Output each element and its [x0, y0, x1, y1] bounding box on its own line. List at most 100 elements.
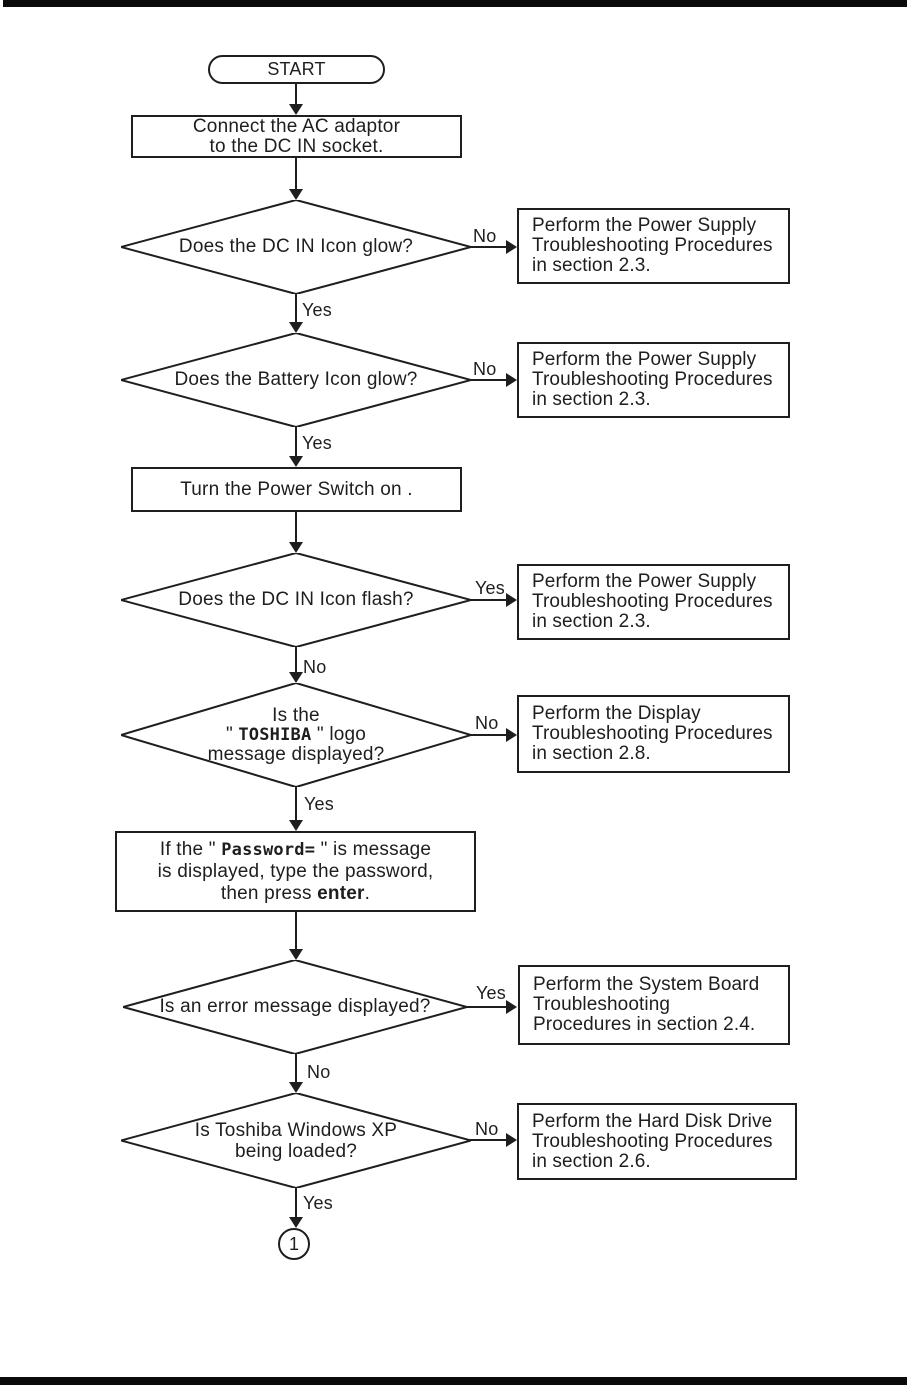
- action-display-troubleshooting: Perform the Display Troubleshooting Proc…: [517, 695, 790, 773]
- action-text-line: Perform the Hard Disk Drive: [532, 1110, 773, 1132]
- arrow-down-icon: [289, 104, 303, 115]
- edge-label-yes: Yes: [302, 433, 332, 453]
- arrow-down-icon: [289, 189, 303, 200]
- action-text-line: Perform the Power Supply: [532, 349, 757, 370]
- step-text-line: is displayed, type the password,: [157, 860, 434, 882]
- action-text-line: in section 2.3.: [532, 389, 651, 410]
- step-password: If the " Password= " is message is displ…: [115, 831, 476, 912]
- flow-line: [295, 647, 297, 673]
- flow-line: [469, 734, 507, 736]
- quote-prefix: ": [225, 724, 239, 745]
- flow-line: [295, 1054, 297, 1083]
- flow-line: [295, 912, 297, 950]
- toshiba-logo-text: TOSHIBA: [238, 725, 312, 745]
- arrow-right-icon: [506, 373, 517, 387]
- arrow-right-icon: [506, 728, 517, 742]
- action-text-line: Troubleshooting: [533, 994, 671, 1015]
- arrow-down-icon: [289, 322, 303, 333]
- decision-windows-xp: Is Toshiba Windows XP being loaded?: [121, 1093, 471, 1188]
- arrow-down-icon: [289, 542, 303, 553]
- enter-suffix: .: [364, 882, 371, 904]
- flow-line: [295, 787, 297, 821]
- action-text-line: in section 2.8.: [532, 743, 651, 764]
- enter-prefix: then press: [220, 882, 318, 904]
- step-text-line: If the " Password= " is message: [160, 839, 431, 861]
- arrow-right-icon: [506, 1000, 517, 1014]
- arrow-right-icon: [506, 593, 517, 607]
- action-power-supply-2: Perform the Power Supply Troubleshooting…: [517, 342, 790, 418]
- action-text-line: Perform the Display: [532, 703, 701, 724]
- decision-text-line: " TOSHIBA " logo: [226, 725, 366, 745]
- action-text-line: Troubleshooting Procedures: [532, 369, 773, 390]
- action-text-line: Troubleshooting Procedures: [532, 235, 773, 256]
- step-text-line: then press enter.: [221, 883, 370, 905]
- decision-battery-glow: Does the Battery Icon glow?: [121, 333, 471, 427]
- decision-toshiba-logo: Is the " TOSHIBA " logo message displaye…: [121, 683, 471, 787]
- arrow-down-icon: [289, 820, 303, 831]
- decision-text-line: Is the: [272, 705, 320, 726]
- start-label: START: [267, 59, 326, 79]
- action-hard-disk-drive: Perform the Hard Disk Drive Troubleshoot…: [517, 1103, 797, 1180]
- decision-dc-in-flash: Does the DC IN Icon flash?: [121, 553, 471, 647]
- connector-number: 1: [288, 1233, 299, 1254]
- arrow-down-icon: [289, 672, 303, 683]
- action-text-line: Perform the System Board: [533, 974, 760, 995]
- edge-label-no: No: [475, 1119, 499, 1139]
- diamond-shape: [121, 553, 471, 647]
- edge-label-no: No: [303, 657, 327, 677]
- password-suffix: " is message: [315, 838, 432, 860]
- diamond-shape: [121, 333, 471, 427]
- page-top-rule: [3, 0, 907, 7]
- action-power-supply-1: Perform the Power Supply Troubleshooting…: [517, 208, 790, 284]
- step-connect-ac-adaptor: Connect the AC adaptor to the DC IN sock…: [131, 115, 462, 158]
- edge-label-no: No: [307, 1062, 331, 1082]
- action-text-line: in section 2.3.: [532, 611, 651, 632]
- flow-line: [295, 158, 297, 190]
- page-bottom-rule: [0, 1377, 907, 1385]
- quote-suffix: " logo: [311, 724, 367, 745]
- decision-error-message: Is an error message displayed?: [123, 960, 467, 1054]
- decision-text-line: Is Toshiba Windows XP: [194, 1119, 398, 1141]
- action-text-line: Procedures in section 2.4.: [533, 1014, 756, 1035]
- flow-line: [469, 599, 507, 601]
- flow-line: [295, 427, 297, 457]
- edge-label-yes: Yes: [302, 300, 332, 320]
- arrow-down-icon: [289, 1082, 303, 1093]
- start-terminator: START: [208, 55, 385, 84]
- decision-text-line: being loaded?: [235, 1140, 357, 1162]
- edge-label-yes: Yes: [304, 794, 334, 814]
- decision-text: Does the DC IN Icon glow?: [178, 236, 414, 257]
- flow-line: [465, 1006, 507, 1008]
- flow-line: [295, 84, 297, 105]
- decision-text: Does the Battery Icon glow?: [174, 369, 418, 390]
- action-text-line: Troubleshooting Procedures: [532, 1130, 773, 1152]
- diamond-shape: [121, 1093, 471, 1188]
- step-text-line: Turn the Power Switch on .: [180, 479, 413, 500]
- off-page-connector-1: 1: [278, 1228, 310, 1260]
- flow-line: [469, 1139, 507, 1141]
- edge-label-yes: Yes: [476, 983, 506, 1003]
- decision-text-line: message displayed?: [207, 744, 385, 765]
- edge-label-no: No: [473, 226, 497, 246]
- flow-line: [469, 379, 507, 381]
- diamond-shape: [121, 683, 471, 787]
- action-text-line: Perform the Power Supply: [532, 215, 757, 236]
- edge-label-yes: Yes: [475, 578, 505, 598]
- step-text-line: to the DC IN socket.: [209, 135, 384, 157]
- enter-key-text: enter: [317, 882, 365, 904]
- arrow-right-icon: [506, 1133, 517, 1147]
- flow-line: [295, 512, 297, 543]
- step-turn-power-switch: Turn the Power Switch on .: [131, 467, 462, 512]
- diamond-shape: [121, 200, 471, 294]
- action-text-line: in section 2.3.: [532, 255, 651, 276]
- edge-label-no: No: [475, 713, 499, 733]
- arrow-down-icon: [289, 456, 303, 467]
- action-power-supply-3: Perform the Power Supply Troubleshooting…: [517, 564, 790, 640]
- diamond-shape: [123, 960, 467, 1054]
- flow-line: [295, 294, 297, 323]
- decision-text: Is an error message displayed?: [159, 996, 431, 1017]
- arrow-down-icon: [289, 949, 303, 960]
- step-text-line: Connect the AC adaptor: [192, 115, 401, 137]
- action-system-board: Perform the System Board Troubleshooting…: [518, 965, 790, 1045]
